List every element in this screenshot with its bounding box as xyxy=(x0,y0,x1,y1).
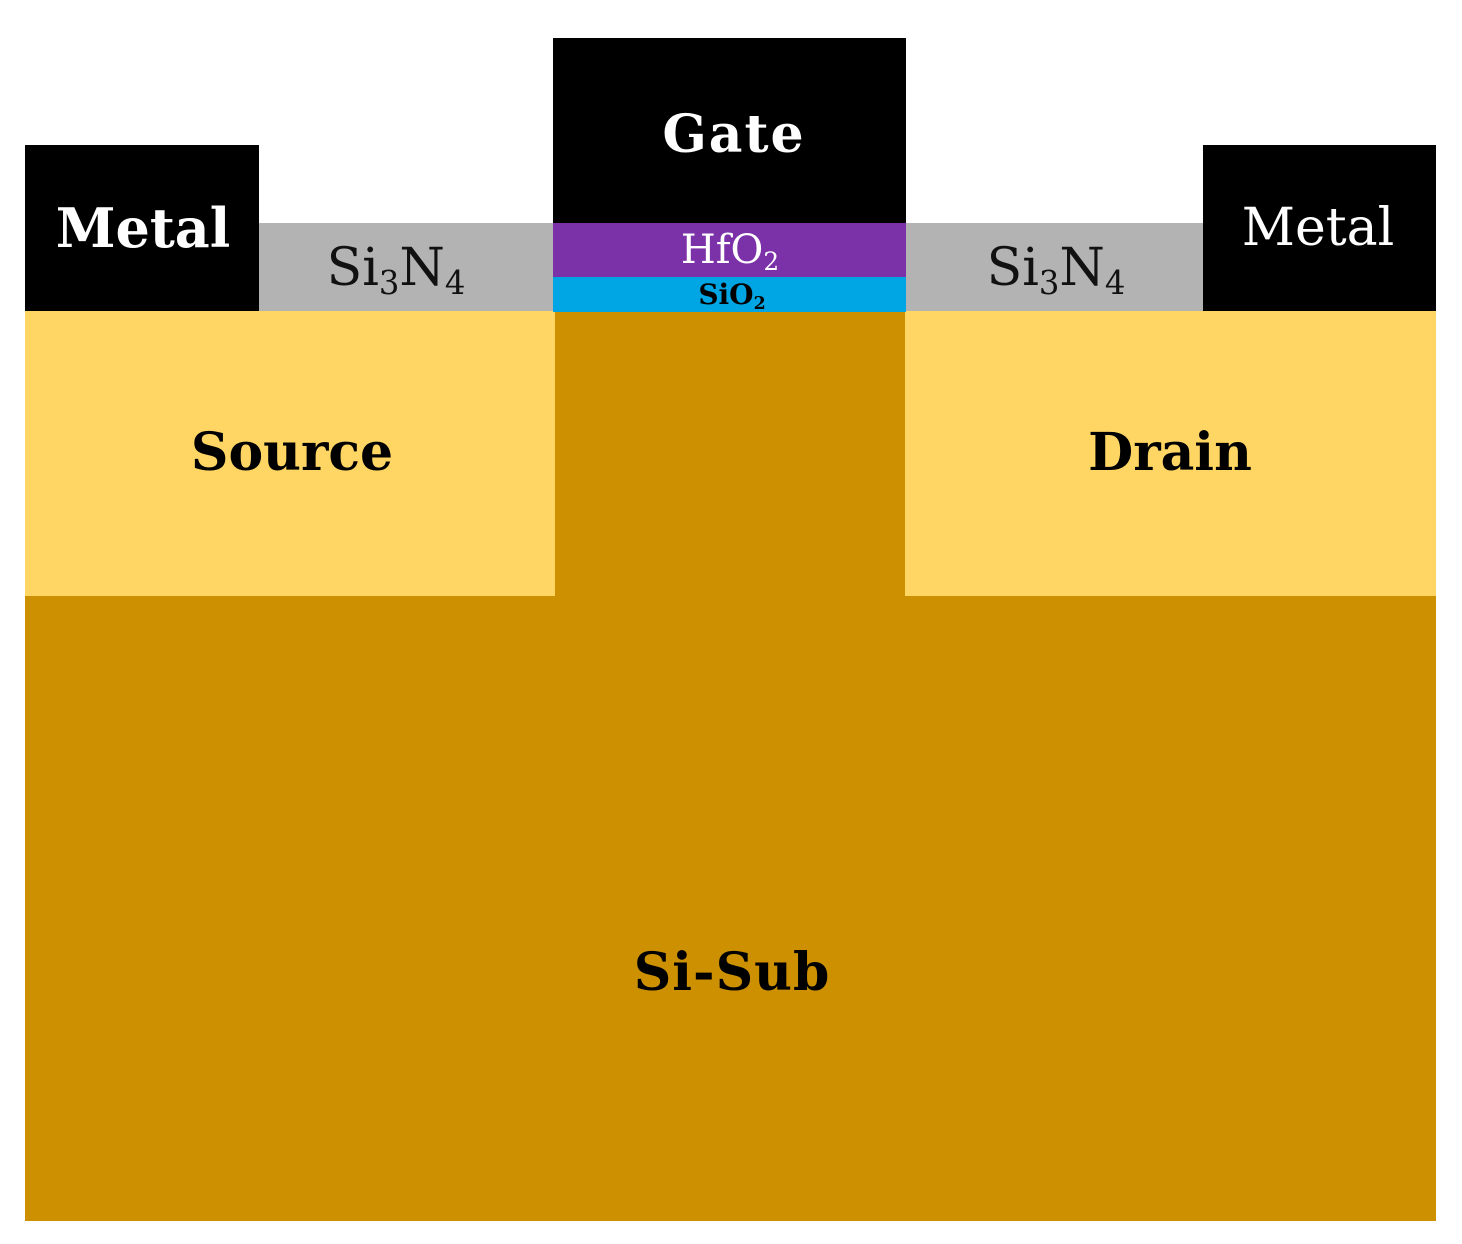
nitride-left-n-text: N xyxy=(399,238,445,298)
drain-label: Drain xyxy=(1088,422,1252,483)
nitride-left-si-text: Si xyxy=(326,238,379,298)
nitride-right-sub-3: 3 xyxy=(1038,264,1060,303)
nitride-right-si-text: Si xyxy=(986,238,1039,298)
metal-contact-left xyxy=(25,145,259,311)
gate-label: Gate xyxy=(662,104,806,165)
sio2-label: SiO2 xyxy=(698,278,765,313)
gate-electrode xyxy=(553,38,906,224)
nitride-left-label: Si3N4 xyxy=(327,242,466,299)
sio2-sub-2: 2 xyxy=(753,293,766,314)
substrate-label: Si-Sub xyxy=(633,942,831,1003)
hfo2-dielectric-layer xyxy=(553,223,906,278)
nitride-right-sub-4: 4 xyxy=(1104,264,1126,303)
nitride-right-label: Si3N4 xyxy=(987,242,1126,299)
hfo2-base-text: HfO xyxy=(680,227,764,273)
metal-contact-right xyxy=(1203,145,1436,311)
hfo2-sub-2: 2 xyxy=(763,246,780,276)
nitride-spacer-right xyxy=(905,223,1204,311)
sio2-interface-layer xyxy=(553,277,906,312)
nitride-right-n-text: N xyxy=(1059,238,1105,298)
source-region xyxy=(25,311,555,596)
drain-region xyxy=(905,311,1436,596)
sio2-base-text: SiO xyxy=(698,278,754,311)
nitride-spacer-left xyxy=(258,223,555,311)
nitride-left-sub-4: 4 xyxy=(444,264,466,303)
metal-right-label: Metal xyxy=(1241,198,1395,258)
metal-left-label: Metal xyxy=(55,196,231,260)
hfo2-label: HfO2 xyxy=(680,227,779,274)
source-label: Source xyxy=(190,422,394,483)
nitride-left-sub-3: 3 xyxy=(378,264,400,303)
